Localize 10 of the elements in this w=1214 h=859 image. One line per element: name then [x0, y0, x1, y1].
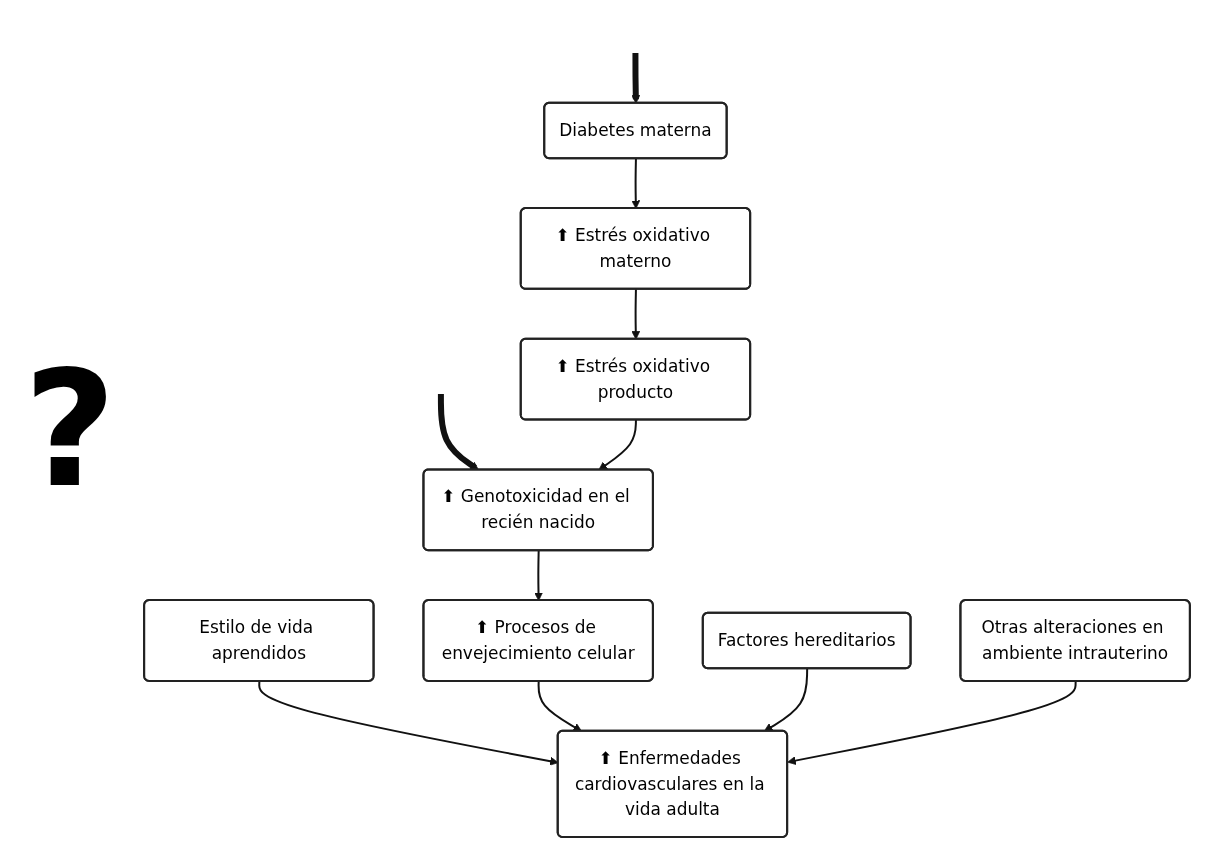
- arrow: [537, 679, 582, 732]
- arrow: [437, 393, 479, 470]
- arrow: [631, 287, 641, 340]
- arrow: [631, 52, 641, 104]
- arrow: [763, 667, 809, 732]
- arrow: [631, 157, 641, 209]
- arrow: [598, 418, 637, 470]
- arrow: [787, 679, 1077, 765]
- arrow: [534, 549, 543, 601]
- question-mark: ?: [23, 336, 117, 523]
